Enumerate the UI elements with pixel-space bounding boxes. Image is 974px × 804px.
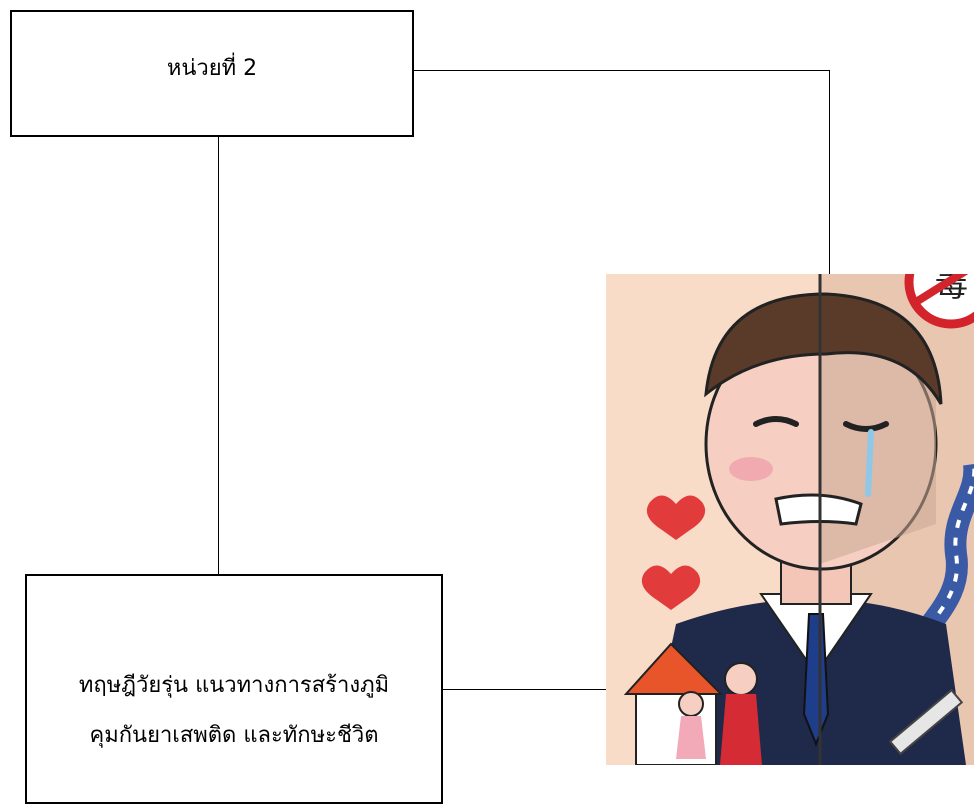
connector-horizontal-bottom (443, 689, 606, 690)
topic-line-1: ทฤษฎีวัยรุ่น แนวทางการสร้างภูมิ (78, 673, 390, 698)
anti-drug-cartoon-image: 毒 (606, 274, 974, 765)
topic-line-2: คุมกันยาเสพติด และทักษะชีวิต (89, 723, 379, 748)
connector-vertical-right (829, 70, 830, 274)
topic-box: ทฤษฎีวัยรุ่น แนวทางการสร้างภูมิ คุมกันยา… (25, 574, 443, 804)
unit-title: หน่วยที่ 2 (166, 56, 258, 81)
connector-horizontal-top (414, 70, 830, 71)
unit-box: หน่วยที่ 2 (10, 10, 414, 137)
connector-vertical-left (218, 137, 219, 575)
